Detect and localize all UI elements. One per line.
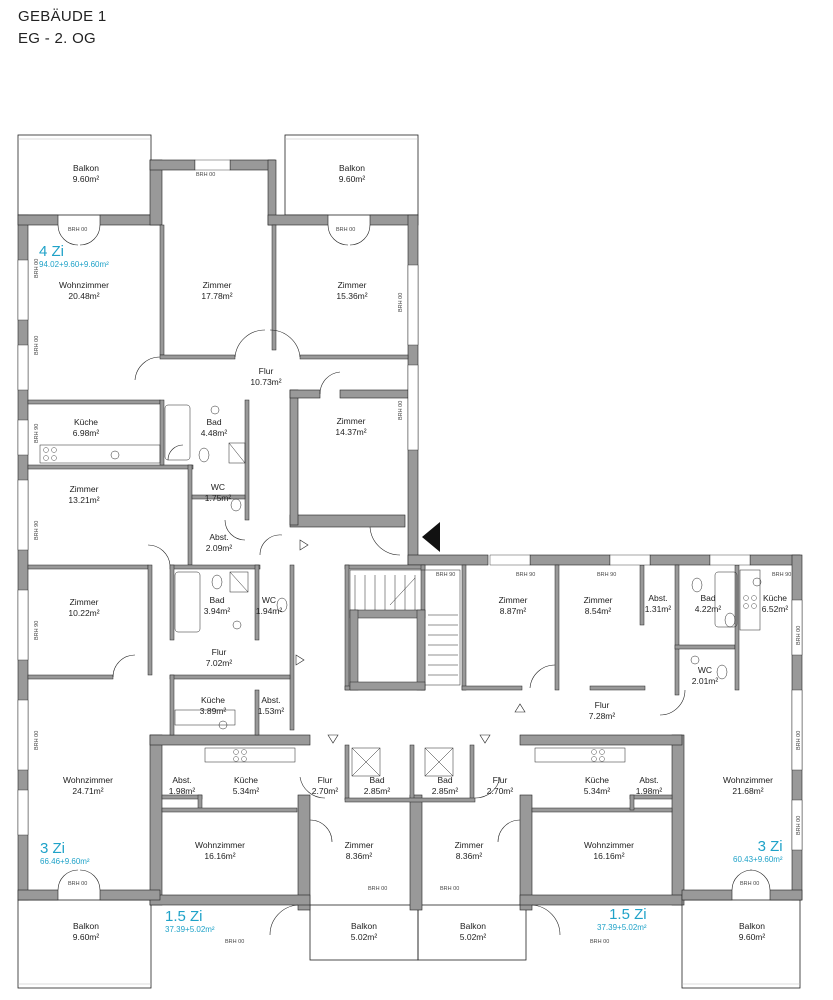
elevator-shaft xyxy=(349,609,426,691)
sill-height-label: BRH 00 xyxy=(590,939,610,945)
sill-height-label: BRH 00 xyxy=(225,939,245,945)
direction-markers xyxy=(295,539,526,744)
kitchen-counters xyxy=(39,444,761,763)
room-label-abstellraum: Abst.1.53m² xyxy=(257,695,285,716)
sill-height-label: BRH 00 xyxy=(398,292,404,312)
balcony-outlines xyxy=(17,134,801,989)
sill-height-label: BRH 90 xyxy=(34,620,40,640)
sill-height-label: BRH 90 xyxy=(772,572,792,578)
balcony-railings xyxy=(18,138,800,985)
room-label-abstellraum: Abst.2.09m² xyxy=(205,532,233,553)
sill-height-label: BRH 00 xyxy=(740,881,760,887)
sill-height-label: BRH 00 xyxy=(68,881,88,887)
toilets xyxy=(198,447,736,680)
sill-height-label: BRH 00 xyxy=(34,335,40,355)
sill-height-label: BRH 00 xyxy=(34,730,40,750)
windows xyxy=(17,159,803,851)
sill-height-label: BRH 00 xyxy=(796,815,802,835)
building-title: GEBÄUDE 1 xyxy=(18,8,107,25)
sill-height-label: BRH 90 xyxy=(34,423,40,443)
sill-height-label: BRH 00 xyxy=(398,400,404,420)
floor-range: EG - 2. OG xyxy=(18,30,97,47)
room-label-abstellraum: Abst.1.31m² xyxy=(644,593,672,614)
sill-height-label: BRH 00 xyxy=(796,730,802,750)
sill-height-label: BRH 00 xyxy=(336,227,356,233)
sill-height-label: BRH 00 xyxy=(196,172,216,178)
door-swings xyxy=(57,224,771,936)
inner-walls xyxy=(27,224,740,813)
sill-height-label: BRH 90 xyxy=(34,520,40,540)
sinks xyxy=(110,405,762,730)
sill-height-label: BRH 00 xyxy=(796,625,802,645)
sill-height-label: BRH 90 xyxy=(597,572,617,578)
entrance-arrow-icon xyxy=(422,522,440,552)
sill-height-label: BRH 00 xyxy=(440,886,460,892)
shower-trays xyxy=(228,442,454,777)
bathtubs xyxy=(164,404,738,633)
sill-height-label: BRH 90 xyxy=(436,572,456,578)
sill-height-label: BRH 00 xyxy=(68,227,88,233)
room-label-abstellraum: Abst.1.98m² xyxy=(168,775,196,796)
room-label-abstellraum: Abst.1.98m² xyxy=(635,775,663,796)
sill-height-label: BRH 00 xyxy=(368,886,388,892)
sill-height-label: BRH 90 xyxy=(516,572,536,578)
stair-core xyxy=(349,569,461,686)
cooktops xyxy=(43,447,757,762)
